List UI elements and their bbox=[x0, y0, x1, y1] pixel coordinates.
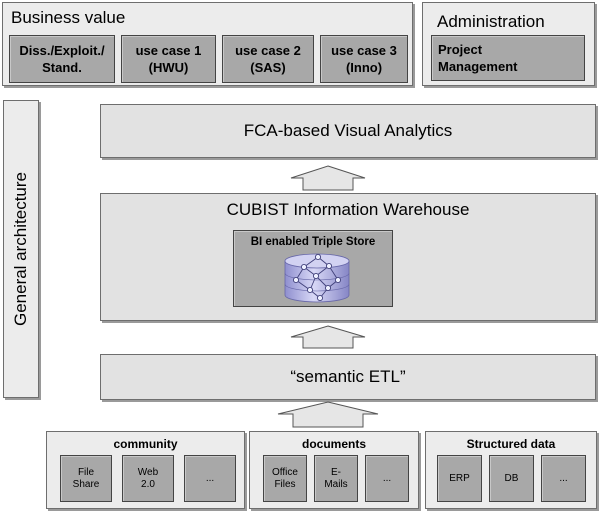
administration-title: Administration bbox=[437, 12, 545, 31]
general-architecture-label-panel: General architecture bbox=[3, 100, 39, 398]
documents-more-box: ... bbox=[365, 455, 409, 502]
erp-box: ERP bbox=[437, 455, 482, 502]
project-management-box: Project Management bbox=[431, 35, 585, 81]
semantic-etl-label: “semantic ETL” bbox=[290, 367, 406, 386]
administration-panel: Administration Project Management bbox=[422, 2, 595, 86]
visual-analytics-box: FCA-based Visual Analytics bbox=[100, 104, 596, 158]
web-2-0-box: Web 2.0 bbox=[122, 455, 174, 502]
business-value-panel: Business value Diss./Exploit./ Stand. us… bbox=[2, 2, 413, 86]
semantic-etl-box: “semantic ETL” bbox=[100, 354, 596, 400]
use-case-3-box: use case 3 (Inno) bbox=[320, 35, 408, 83]
community-title: community bbox=[113, 437, 178, 451]
db-box: DB bbox=[489, 455, 534, 502]
visual-analytics-label: FCA-based Visual Analytics bbox=[243, 121, 453, 140]
structured-more-box: ... bbox=[541, 455, 586, 502]
structured-data-title: Structured data bbox=[466, 437, 556, 451]
database-graph-icon bbox=[284, 253, 350, 303]
use-case-1-box: use case 1 (HWU) bbox=[121, 35, 216, 83]
business-value-title: Business value bbox=[11, 8, 126, 27]
community-group: community File Share Web 2.0 ... bbox=[46, 431, 245, 509]
documents-title: documents bbox=[301, 437, 366, 451]
community-more-box: ... bbox=[184, 455, 236, 502]
file-share-box: File Share bbox=[60, 455, 112, 502]
structured-data-group: Structured data ERP DB ... bbox=[425, 431, 597, 509]
information-warehouse-box: CUBIST Information Warehouse BI enabled … bbox=[100, 193, 596, 321]
office-files-box: Office Files bbox=[263, 455, 307, 502]
information-warehouse-title: CUBIST Information Warehouse bbox=[226, 200, 470, 219]
up-arrow-icon bbox=[277, 401, 379, 428]
general-architecture-label: General architecture bbox=[11, 171, 30, 327]
use-case-2-box: use case 2 (SAS) bbox=[222, 35, 314, 83]
e-mails-box: E- Mails bbox=[314, 455, 358, 502]
triple-store-box: BI enabled Triple Store bbox=[233, 230, 393, 307]
triple-store-label: BI enabled Triple Store bbox=[250, 236, 376, 248]
up-arrow-icon bbox=[290, 165, 366, 191]
up-arrow-icon bbox=[290, 325, 366, 349]
documents-group: documents Office Files E- Mails ... bbox=[249, 431, 419, 509]
diss-exploit-stand-box: Diss./Exploit./ Stand. bbox=[9, 35, 115, 83]
